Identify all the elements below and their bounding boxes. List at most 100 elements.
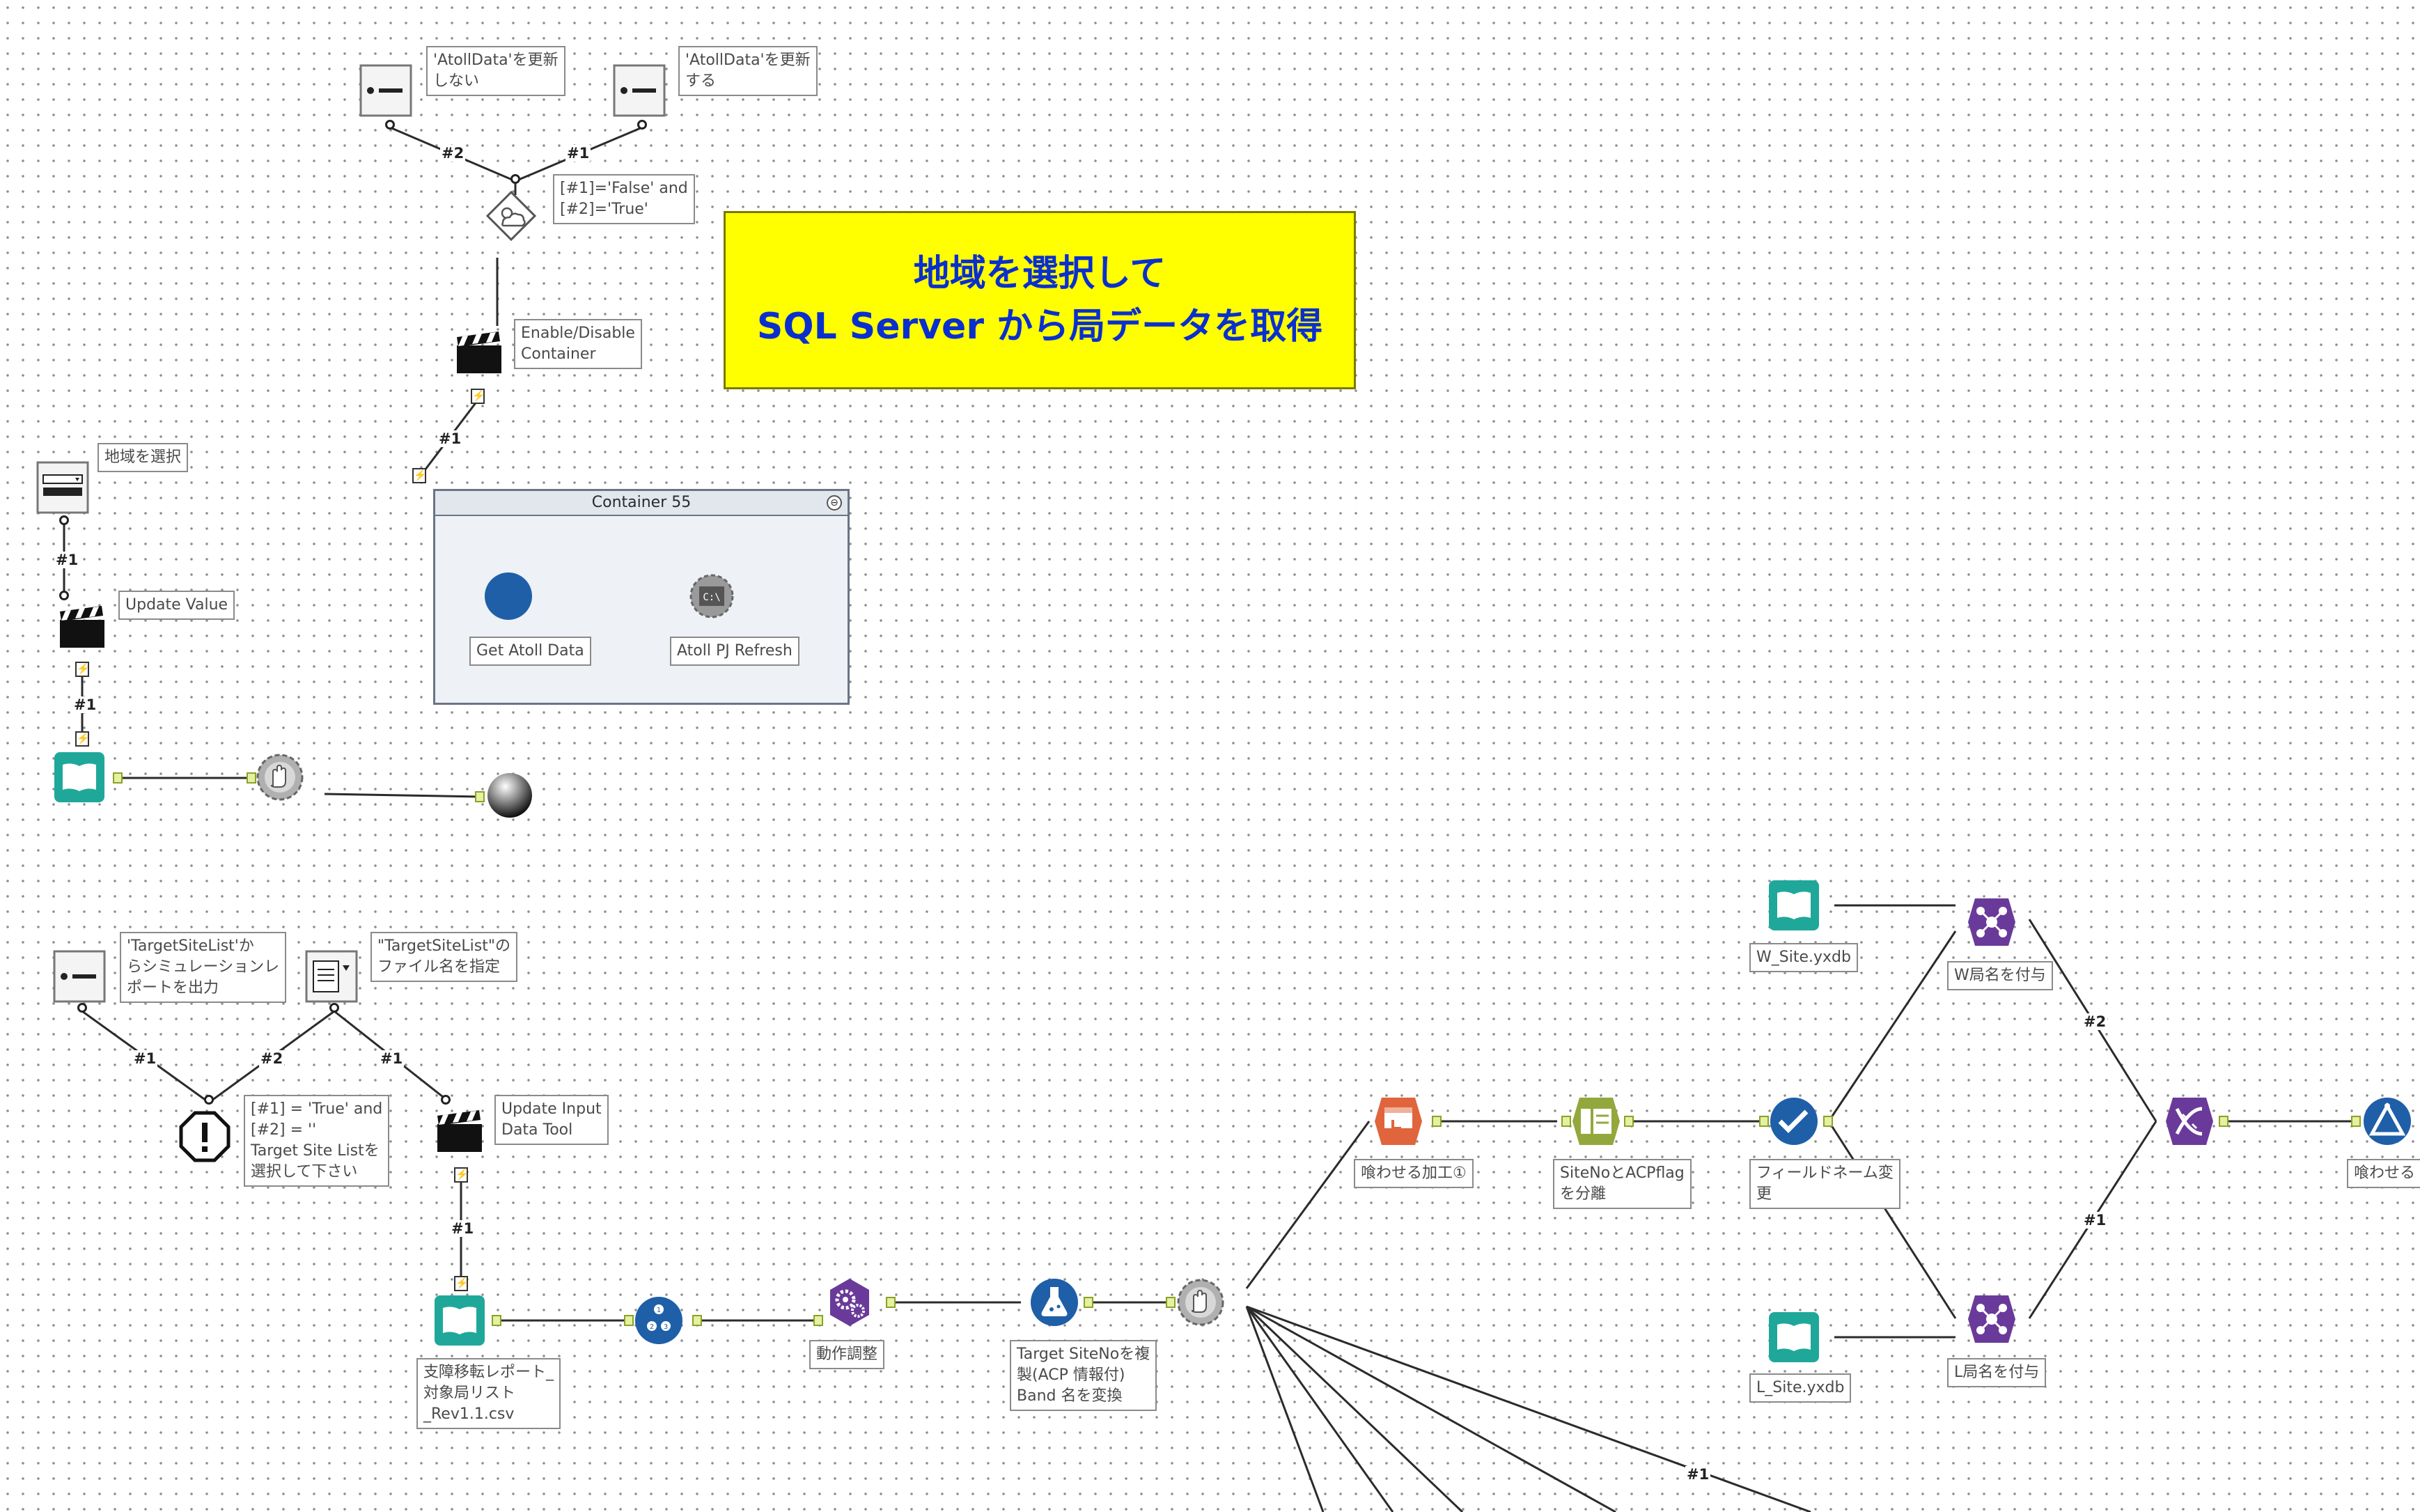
input-data-tool-csv[interactable] <box>433 1294 486 1347</box>
output-anchor[interactable] <box>385 120 395 130</box>
macro-circle-icon <box>485 572 532 620</box>
wire-fanout-3[interactable] <box>1246 1305 1811 1512</box>
action-bolt-icon[interactable]: ⚡ <box>454 1276 469 1291</box>
action-bolt-icon[interactable]: ⚡ <box>454 1167 469 1183</box>
wire-control-to-ball[interactable] <box>324 793 481 798</box>
action-tool-enable-disable[interactable] <box>453 325 506 377</box>
input-anchor[interactable] <box>2351 1116 2361 1127</box>
dropdown-tool-region[interactable] <box>36 461 89 514</box>
action-tool-update-value[interactable] <box>56 599 109 652</box>
output-anchor[interactable] <box>329 1003 339 1013</box>
input-anchor[interactable] <box>247 772 256 784</box>
input-anchor[interactable] <box>441 1095 451 1105</box>
svg-text:3: 3 <box>664 1323 668 1331</box>
wire-fanout-1[interactable] <box>1245 1305 1464 1512</box>
svg-text:2: 2 <box>650 1323 654 1331</box>
output-anchor[interactable] <box>2219 1116 2228 1127</box>
wire-fanout-4[interactable] <box>1245 1306 1325 1512</box>
label-get-atoll-data: Get Atoll Data <box>469 637 591 666</box>
output-ball-tool[interactable] <box>483 769 536 822</box>
output-anchor[interactable] <box>1624 1116 1634 1127</box>
output-anchor[interactable] <box>886 1297 896 1308</box>
container-title[interactable]: Container 55 ⊖ <box>435 491 848 516</box>
input-anchor[interactable] <box>475 791 485 802</box>
action-bolt-icon[interactable]: ⚡ <box>471 389 485 404</box>
macro-tool-dousa[interactable] <box>823 1276 876 1329</box>
radio-button-tool-report[interactable] <box>53 950 106 1003</box>
annotation-siteno-acp: SiteNoとACPflag を分離 <box>1553 1159 1692 1209</box>
title-comment-box[interactable]: 地域を選択して SQL Server から局データを取得 <box>724 211 1356 389</box>
output-anchor[interactable] <box>1084 1297 1093 1308</box>
input-anchor[interactable] <box>1561 1116 1571 1127</box>
output-anchor[interactable] <box>1432 1116 1442 1127</box>
radio-button-icon <box>359 64 412 117</box>
annotation-field-rename: フィールドネーム変 更 <box>1749 1159 1900 1209</box>
join-tool-l[interactable] <box>1965 1293 2018 1346</box>
output-anchor[interactable] <box>637 120 647 130</box>
input-data-tool-left[interactable] <box>53 751 106 804</box>
input-data-tool-lsite[interactable] <box>1767 1311 1820 1364</box>
control-parameter-tool[interactable] <box>253 751 306 804</box>
action-bolt-icon[interactable]: ⚡ <box>75 731 90 747</box>
radio-button-tool-update[interactable] <box>613 64 666 117</box>
action-tool-update-input[interactable] <box>433 1103 486 1156</box>
wire-label: #1 <box>565 145 591 162</box>
input-anchor[interactable] <box>59 591 69 600</box>
formula-tool[interactable] <box>1028 1276 1081 1329</box>
condition-tool-top[interactable] <box>485 189 538 242</box>
wire-control-to-kuwaseru[interactable] <box>1245 1121 1371 1289</box>
clapperboard-icon <box>60 606 104 648</box>
input-anchor[interactable] <box>204 1095 214 1105</box>
transpose-tool-kuwaseru[interactable] <box>1372 1095 1425 1148</box>
input-anchor[interactable] <box>813 1315 823 1326</box>
output-anchor[interactable] <box>492 1315 501 1326</box>
error-message-tool[interactable] <box>178 1110 231 1163</box>
output-anchor[interactable] <box>1823 1116 1833 1127</box>
dropdown-icon <box>36 461 89 514</box>
input-anchor[interactable] <box>1759 1116 1769 1127</box>
append-fields-tool[interactable] <box>2361 1095 2414 1148</box>
output-anchor[interactable] <box>59 515 69 525</box>
control-parameter-tool-2[interactable] <box>1174 1276 1227 1329</box>
annotation-target-sitelist-file: "TargetSiteList"の ファイル名を指定 <box>370 932 517 982</box>
wire-select-to-ljoin[interactable] <box>1827 1121 1957 1319</box>
collapse-icon[interactable]: ⊖ <box>827 495 842 511</box>
input-anchor[interactable] <box>1166 1297 1176 1308</box>
output-anchor[interactable] <box>692 1315 702 1326</box>
macro-tool-get-atoll-data[interactable] <box>482 570 535 623</box>
output-anchor[interactable] <box>113 772 123 784</box>
wire-label: #1 <box>379 1050 405 1067</box>
annotation-update-value: Update Value <box>118 591 235 620</box>
join-nodes-icon <box>1968 1295 2015 1343</box>
wire-fanout-5[interactable] <box>1245 1306 1394 1512</box>
select-tool[interactable] <box>1767 1095 1820 1148</box>
output-anchor[interactable] <box>77 1003 87 1013</box>
run-command-tool-atoll-refresh[interactable]: C:\ <box>685 570 738 623</box>
text-to-columns-tool[interactable] <box>1570 1095 1623 1148</box>
wire-select-to-wjoin[interactable] <box>1827 930 1957 1122</box>
wire-fanout-2[interactable] <box>1246 1305 1616 1512</box>
join-nodes-icon <box>1968 898 2015 946</box>
input-anchor[interactable] <box>624 1315 634 1326</box>
container-title-text: Container 55 <box>591 494 692 511</box>
run-command-icon: C:\ <box>689 574 734 618</box>
wire-label: #2 <box>440 145 466 162</box>
annotation-target-sitelist-report: 'TargetSiteList'か らシミュレーションレ ポートを出力 <box>120 932 287 1003</box>
join-tool-w[interactable] <box>1965 896 2018 949</box>
annotation-update-input: Update Input Data Tool <box>494 1095 609 1145</box>
union-tool[interactable] <box>2163 1095 2216 1148</box>
error-octagon-icon <box>179 1111 231 1162</box>
action-bolt-icon[interactable]: ⚡ <box>75 662 90 677</box>
wire-label: #1 <box>132 1050 158 1067</box>
open-book-icon <box>54 752 104 802</box>
input-data-tool-wsite[interactable] <box>1767 879 1820 932</box>
action-bolt-icon[interactable]: ⚡ <box>412 468 427 483</box>
svg-text:C:\: C:\ <box>703 592 720 603</box>
file-browse-tool[interactable] <box>305 950 358 1003</box>
radio-button-tool-not-update[interactable] <box>359 64 412 117</box>
condition-sun-cloud-icon <box>485 190 537 242</box>
input-anchor[interactable] <box>510 174 520 184</box>
